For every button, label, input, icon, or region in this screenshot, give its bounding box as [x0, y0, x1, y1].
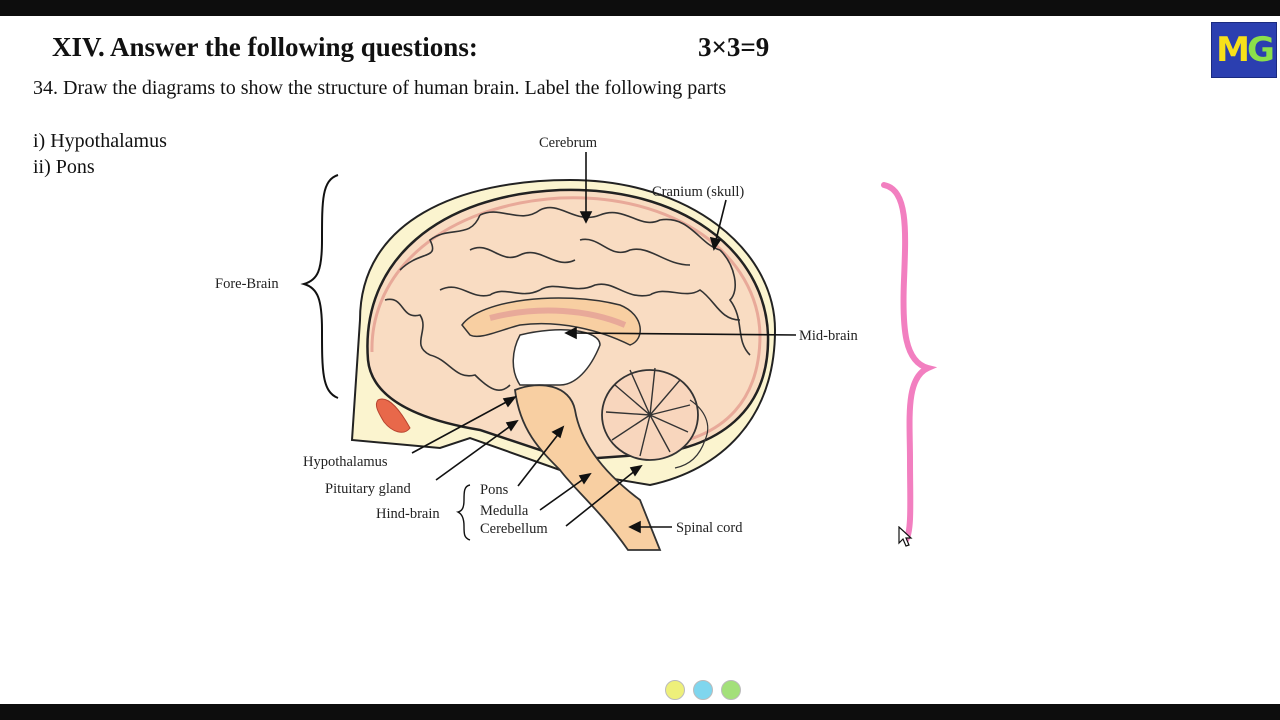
label-pituitary: Pituitary gland — [325, 481, 412, 497]
label-hind-brain: Hind-brain — [376, 506, 440, 522]
label-medulla: Medulla — [480, 503, 529, 519]
part-item-1: i) Hypothalamus — [33, 130, 167, 152]
corpus-callosum — [461, 297, 641, 346]
label-mid-brain: Mid-brain — [799, 328, 859, 344]
leader-lines — [411, 152, 797, 534]
bottom-black-bar — [0, 704, 1280, 720]
annotation-brace — [881, 182, 938, 543]
gyri-lines — [384, 206, 751, 391]
top-black-bar — [0, 0, 1280, 16]
brain-diagram: Cerebrum Cranium (skull) Fore-Brain Mid-… — [215, 135, 938, 551]
fore-brain-brace — [300, 174, 339, 399]
logo-letter-g: G — [1246, 30, 1275, 70]
slide-nav-dots — [665, 680, 741, 700]
membrane-shape — [370, 196, 762, 449]
cerebellum-shape — [601, 367, 709, 469]
label-cerebrum: Cerebrum — [539, 135, 598, 151]
label-pons: Pons — [480, 482, 509, 498]
logo-letter-m: M — [1216, 30, 1250, 70]
brain-stem — [514, 384, 662, 551]
nav-dot-3[interactable] — [721, 680, 741, 700]
mouse-pointer-icon — [898, 526, 913, 547]
nav-dot-1[interactable] — [665, 680, 685, 700]
part-item-2: ii) Pons — [33, 156, 95, 178]
label-hypothalamus: Hypothalamus — [303, 454, 388, 470]
question-text: 34. Draw the diagrams to show the struct… — [33, 77, 727, 99]
label-fore-brain: Fore-Brain — [215, 276, 279, 292]
hind-brain-brace — [455, 484, 471, 541]
eye-socket — [375, 398, 411, 433]
nav-dot-2[interactable] — [693, 680, 713, 700]
label-spinal-cord: Spinal cord — [676, 520, 743, 536]
label-cerebellum: Cerebellum — [480, 521, 548, 537]
section-heading: XIV. Answer the following questions: — [52, 32, 478, 62]
label-cranium: Cranium (skull) — [652, 184, 744, 200]
marks-label: 3×3=9 — [698, 32, 770, 62]
